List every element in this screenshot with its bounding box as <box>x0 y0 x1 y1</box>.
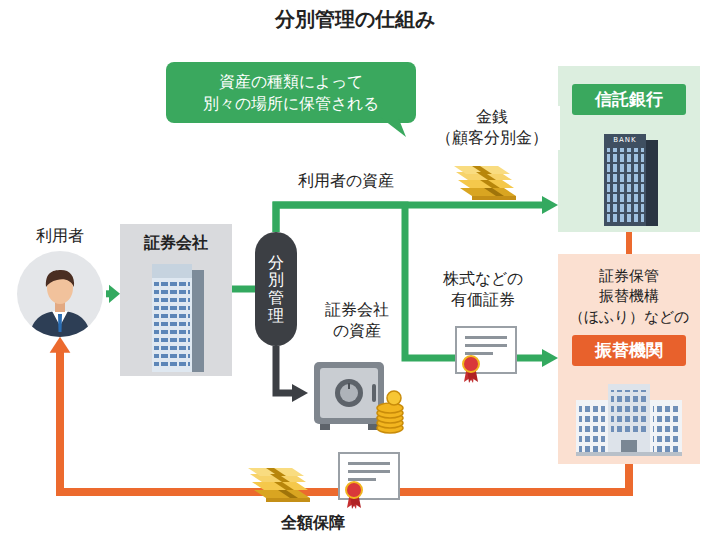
certificate-icon <box>339 453 399 509</box>
transfer-agency-panel: 証券保管 振替機構 （ほふり）などの振替機関 <box>558 254 700 464</box>
node-text: 証券会社 の資産 <box>308 300 406 342</box>
segregation-pill: 分別管理 <box>255 232 297 346</box>
safe-icon <box>314 362 386 436</box>
node-text: 信託銀行 <box>572 84 686 115</box>
coins-icon <box>374 390 406 438</box>
bank-icon <box>598 134 660 230</box>
flow-connector <box>276 196 558 232</box>
arrow-head <box>542 349 558 367</box>
edge-label: 全額保障 <box>258 512 368 535</box>
arrow-head <box>542 196 558 214</box>
avatar-circle <box>17 251 103 337</box>
connector-line <box>232 286 255 293</box>
node-text: 証券保管 振替機構 （ほふり）などの <box>562 266 696 327</box>
edge-label: 金銭 （顧客分別金） <box>424 106 560 150</box>
connector-line <box>276 205 543 232</box>
connector-line <box>276 346 293 393</box>
edge-label: 株式などの 有価証券 <box>418 268 548 312</box>
building-sign: BANK <box>604 136 646 144</box>
broker-box: 証券会社 <box>120 224 232 376</box>
callout-bubble: 資産の種類によって 別々の場所に保管される <box>166 62 416 123</box>
node-badge: 振替機関 <box>572 335 686 366</box>
broker-asset-node: 証券会社 の資産 <box>308 300 406 436</box>
flow-connector <box>106 285 120 303</box>
trust-bank-panel: 信託銀行 <box>558 66 700 232</box>
node-text: 資産の種類によって 別々の場所に保管される <box>178 71 404 114</box>
flow-connector <box>232 289 255 290</box>
flow-connector <box>629 232 630 254</box>
flow-label: 利用者の資産 <box>284 171 408 192</box>
user-node: 利用者 <box>14 226 106 337</box>
node-text: 証券会社 <box>120 233 232 254</box>
node-text: 分別管理 <box>268 254 284 324</box>
money-icon <box>454 166 516 200</box>
hall-icon <box>576 384 682 460</box>
diagram-title: 分別管理の仕組み <box>0 6 710 33</box>
node-text: 利用者 <box>14 226 106 247</box>
tail-icon <box>380 117 406 143</box>
arrow-head <box>50 337 71 353</box>
flow-connector <box>276 346 308 402</box>
certificate-icon <box>456 327 516 383</box>
arrow-head <box>292 384 308 402</box>
money-icon <box>248 468 310 502</box>
connector-line <box>626 232 632 254</box>
tower-icon <box>142 264 208 376</box>
arrow-head <box>109 285 120 303</box>
